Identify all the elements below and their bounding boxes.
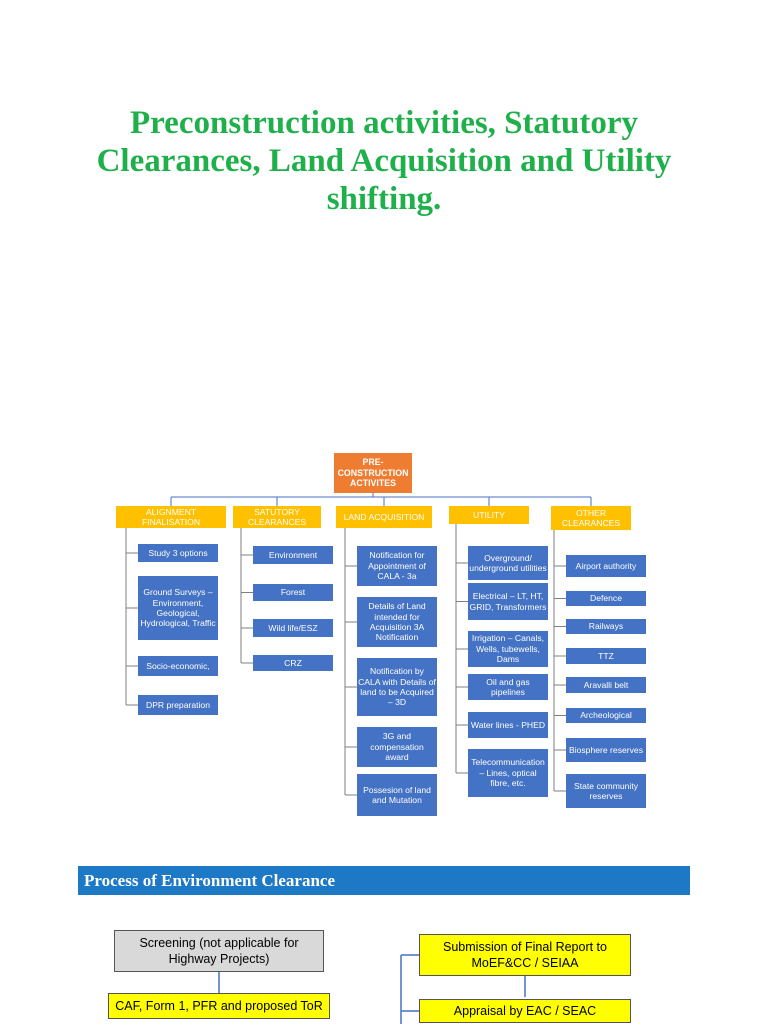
flow-step-submission-final-report: Submission of Final Report to MoEF&CC / … [419,934,631,976]
leaf-wildlife-esz: Wild life/ESZ [253,619,333,637]
page-title: Preconstruction activities, Statutory Cl… [96,105,672,217]
leaf-electrical: Electrical – LT, HT, GRID, Transformers [468,583,548,620]
leaf-forest: Forest [253,584,333,601]
leaf-ground-surveys: Ground Surveys –Environment, Geological,… [138,576,218,640]
leaf-state-community-reserves: State community reserves [566,774,646,808]
leaf-railways: Railways [566,619,646,634]
leaf-oil-gas-pipelines: Oil and gas pipelines [468,674,548,700]
leaf-ttz: TTZ [566,648,646,664]
leaf-irrigation: Irrigation – Canals, Wells, tubewells, D… [468,631,548,667]
leaf-archeological: Archeological [566,708,646,723]
leaf-overground-utilities: Overground/ underground utilities [468,546,548,580]
category-statutory-clearances: SATUTORY CLEARANCES [233,506,321,528]
leaf-socio-economic: Socio-economic, [138,656,218,676]
leaf-notification-cala: Notification for Appointment of CALA - 3… [357,546,437,586]
leaf-defence: Defence [566,591,646,606]
root-node: PRE-CONSTRUCTION ACTIVITES [334,453,412,493]
leaf-possession-of-land: Possesion of land and Mutation [357,774,437,816]
leaf-notification-by-cala: Notification by CALA with Details of lan… [357,658,437,716]
flow-step-appraisal: Appraisal by EAC / SEAC [419,999,631,1023]
leaf-airport-authority: Airport authority [566,555,646,577]
leaf-telecommunication: Telecommunication – Lines, optical fibre… [468,749,548,797]
leaf-crz: CRZ [253,655,333,671]
section-banner: Process of Environment Clearance [78,866,690,895]
leaf-dpr-preparation: DPR preparation [138,695,218,715]
leaf-study-3-options: Study 3 options [138,544,218,562]
flow-step-screening: Screening (not applicable for Highway Pr… [114,930,324,972]
flow-step-caf-form1: CAF, Form 1, PFR and proposed ToR [108,993,330,1019]
category-other-clearances: OTHER CLEARANCES [551,506,631,530]
leaf-environment: Environment [253,546,333,564]
category-utility: UTILITY [449,506,529,524]
category-land-acquisition: LAND ACQUISITION [336,506,432,528]
leaf-water-lines: Water lines - PHED [468,712,548,738]
leaf-details-of-land: Details of Land intended for Acquisition… [357,597,437,647]
leaf-aravalli-belt: Aravalli belt [566,677,646,693]
category-alignment-finalisation: ALIGNMENT FINALISATION [116,506,226,528]
leaf-3g-compensation: 3G and compensation award [357,727,437,767]
leaf-biosphere-reserves: Biosphere reserves [566,738,646,762]
